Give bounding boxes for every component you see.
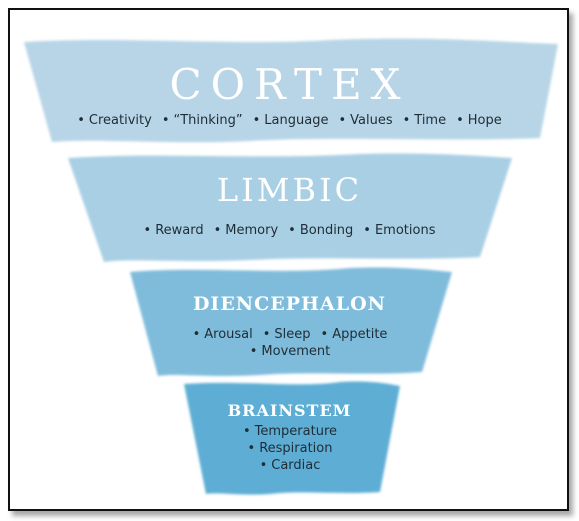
tier-brainstem-title: BRAINSTEM xyxy=(227,401,352,420)
tier-limbic-title: LIMBIC xyxy=(216,171,363,209)
list-item: “Thinking” xyxy=(162,112,242,129)
tier-cortex-title: CORTEX xyxy=(169,60,410,109)
list-item: Bonding xyxy=(288,222,353,239)
list-item: Sleep xyxy=(263,326,310,343)
tier-brainstem-items: TemperatureRespirationCardiac xyxy=(215,423,365,474)
list-item: Arousal xyxy=(193,326,253,343)
list-item: Time xyxy=(403,112,446,129)
list-item: Cardiac xyxy=(215,457,365,474)
list-item: Language xyxy=(253,112,328,129)
list-item: Reward xyxy=(144,222,203,239)
tier-cortex-items: Creativity “Thinking” Language Values Time Ho… xyxy=(50,112,529,129)
list-item: Emotions xyxy=(363,222,436,239)
list-item: Appetite xyxy=(321,326,387,343)
tier-diencephalon-band xyxy=(130,267,452,376)
list-item: Movement xyxy=(250,343,330,360)
list-item: Creativity xyxy=(77,112,152,129)
list-item: Respiration xyxy=(215,440,365,457)
list-item: Hope xyxy=(456,112,502,129)
list-item: Temperature xyxy=(215,423,365,440)
list-item: Memory xyxy=(214,222,278,239)
tier-diencephalon-title: DIENCEPHALON xyxy=(192,293,387,315)
list-item: Values xyxy=(338,112,392,129)
tier-limbic-items: Reward Memory Bonding Emotions xyxy=(100,222,479,239)
tier-diencephalon-items: Arousal Sleep AppetiteMovement xyxy=(175,326,405,360)
